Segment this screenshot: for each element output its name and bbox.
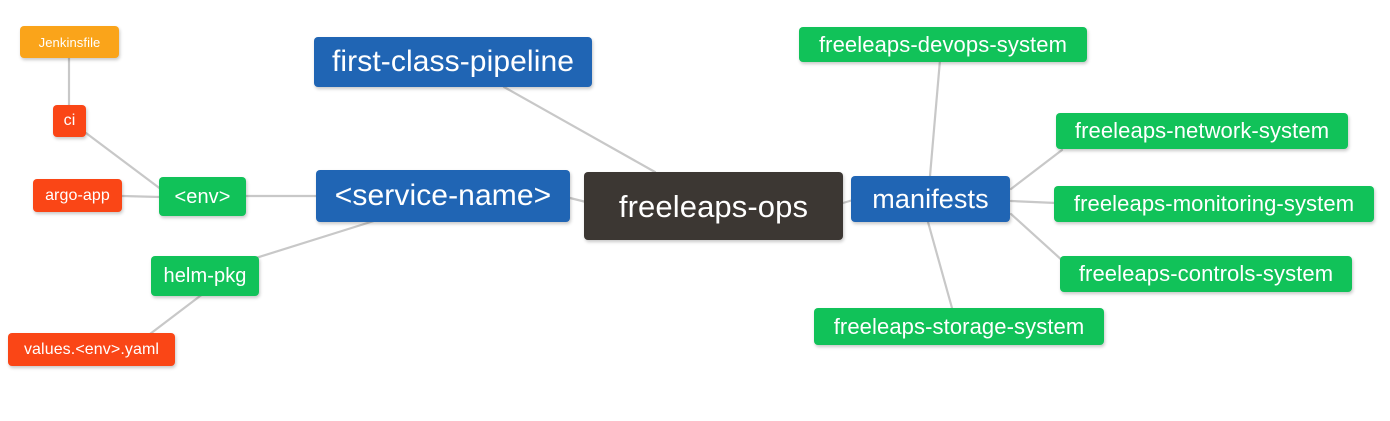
node-freeleaps-monitoring-system[interactable]: freeleaps-monitoring-system <box>1054 186 1374 222</box>
node-env[interactable]: <env> <box>159 177 246 216</box>
node-first-class-pipeline[interactable]: first-class-pipeline <box>314 37 592 87</box>
node-label: freeleaps-storage-system <box>833 313 1085 339</box>
node-label: Jenkinsfile <box>38 34 101 50</box>
node-ci[interactable]: ci <box>53 105 86 137</box>
node-service-name[interactable]: <service-name> <box>316 170 570 222</box>
node-label: <env> <box>174 185 231 208</box>
node-label: ci <box>63 112 76 129</box>
node-label: freeleaps-controls-system <box>1078 261 1334 286</box>
node-root-freeleaps-ops[interactable]: freeleaps-ops <box>584 172 843 240</box>
node-label: values.<env>.yaml <box>23 340 160 358</box>
edge-manifests-storage <box>926 220 954 310</box>
node-label: freeleaps-ops <box>618 188 809 224</box>
node-label: manifests <box>872 183 989 214</box>
node-label: freeleaps-monitoring-system <box>1073 191 1355 216</box>
edge-argoapp-env <box>120 194 162 199</box>
edge-valuesyaml-helmpkg <box>148 291 206 336</box>
edge-manifests-devops <box>928 58 942 178</box>
node-label: <service-name> <box>334 179 552 212</box>
node-argo-app[interactable]: argo-app <box>33 179 122 212</box>
node-freeleaps-controls-system[interactable]: freeleaps-controls-system <box>1060 256 1352 292</box>
node-label: first-class-pipeline <box>331 45 575 78</box>
node-freeleaps-devops-system[interactable]: freeleaps-devops-system <box>799 27 1087 62</box>
node-label: helm-pkg <box>163 265 247 287</box>
edge-manifests-monitoring <box>1009 199 1058 205</box>
node-helm-pkg[interactable]: helm-pkg <box>151 256 259 296</box>
node-values-env-yaml[interactable]: values.<env>.yaml <box>8 333 175 366</box>
node-freeleaps-storage-system[interactable]: freeleaps-storage-system <box>814 308 1104 345</box>
node-label: argo-app <box>45 186 110 204</box>
node-manifests[interactable]: manifests <box>851 176 1010 222</box>
node-freeleaps-network-system[interactable]: freeleaps-network-system <box>1056 113 1348 149</box>
node-jenkinsfile[interactable]: Jenkinsfile <box>20 26 119 58</box>
edge-firstclasspipeline-root <box>502 85 657 174</box>
node-label: freeleaps-network-system <box>1074 118 1330 143</box>
edge-helmpkg-servicename <box>241 218 379 264</box>
edge-manifests-network <box>1009 148 1064 191</box>
node-label: freeleaps-devops-system <box>818 31 1068 57</box>
